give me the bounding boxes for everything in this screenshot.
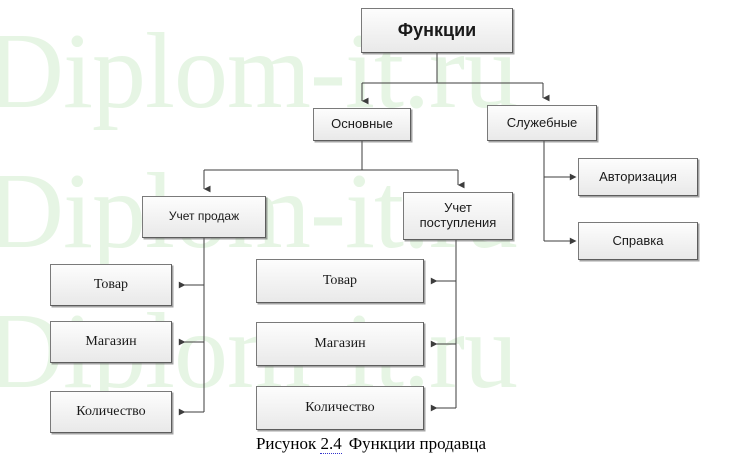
- node-service-functions-label: Служебные: [506, 114, 578, 130]
- node-functions[interactable]: Функции: [361, 8, 513, 53]
- node-receipt-accounting-label-line2: поступления: [419, 215, 497, 230]
- node-receipt-shop[interactable]: Магазин: [256, 322, 424, 366]
- node-receipt-shop-label: Магазин: [314, 335, 366, 351]
- node-sales-quantity-label: Количество: [76, 403, 146, 419]
- node-receipt-accounting-label-line1: Учет: [444, 200, 472, 216]
- node-main-functions[interactable]: Основные: [313, 108, 411, 141]
- node-authorization[interactable]: Авторизация: [578, 158, 698, 196]
- figure-caption: Рисунок 2.4 Функции продавца: [0, 434, 742, 454]
- node-functions-label: Функции: [397, 20, 477, 41]
- node-sales-goods-label: Товар: [93, 276, 129, 292]
- node-receipt-quantity-label: Количество: [305, 399, 375, 415]
- caption-number[interactable]: 2.4: [320, 434, 342, 454]
- node-help-label: Справка: [612, 232, 664, 248]
- node-sales-accounting[interactable]: Учет продаж: [142, 196, 266, 238]
- node-receipt-goods[interactable]: Товар: [256, 259, 424, 303]
- node-sales-accounting-label: Учет продаж: [168, 209, 240, 224]
- caption-title: Функции продавца: [348, 434, 487, 453]
- node-main-functions-label: Основные: [331, 116, 393, 132]
- node-help[interactable]: Справка: [578, 222, 698, 260]
- node-sales-goods[interactable]: Товар: [50, 264, 172, 306]
- node-receipt-quantity[interactable]: Количество: [256, 386, 424, 430]
- node-receipt-goods-label: Товар: [322, 272, 358, 288]
- caption-prefix: Рисунок: [255, 434, 317, 453]
- node-service-functions[interactable]: Служебные: [487, 105, 597, 141]
- node-sales-shop[interactable]: Магазин: [50, 321, 172, 363]
- node-receipt-accounting[interactable]: Учет поступления: [403, 192, 513, 240]
- node-sales-shop-label: Магазин: [85, 333, 137, 349]
- node-sales-quantity[interactable]: Количество: [50, 391, 172, 433]
- node-authorization-label: Авторизация: [599, 168, 677, 184]
